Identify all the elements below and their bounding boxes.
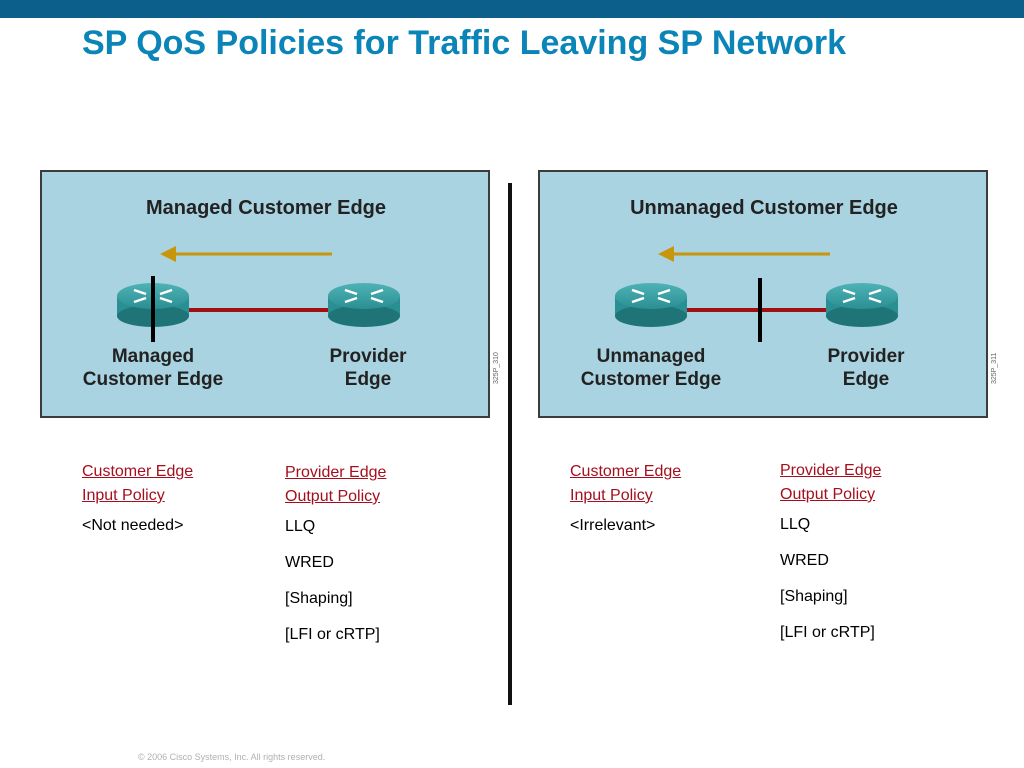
customer-edge-label-line1: Unmanaged: [597, 346, 706, 367]
policy-heading-line1: Customer Edge: [82, 463, 194, 480]
policy-item: [Shaping]: [780, 588, 848, 605]
policy-item: LLQ: [780, 516, 811, 533]
managed-ce-diagram: Managed Customer Edge: [40, 170, 490, 418]
unmanaged-ce-diagram-svg: Unmanaged Customer Edge Unmanaged: [581, 197, 905, 390]
traffic-direction-arrow-icon: [160, 246, 332, 262]
policy-item: WRED: [780, 552, 829, 569]
provider-edge-label-line2: Edge: [843, 369, 889, 390]
traffic-direction-arrow-icon: [658, 246, 830, 262]
policy-item: WRED: [285, 554, 334, 571]
policy-heading-line2: Output Policy: [285, 488, 381, 505]
left-pe-policy: Provider Edge Output Policy LLQ WRED [Sh…: [285, 461, 386, 661]
policy-item: <Not needed>: [82, 517, 184, 534]
provider-edge-label-line1: Provider: [827, 346, 905, 367]
right-pe-policy: Provider Edge Output Policy LLQ WRED [Sh…: [780, 459, 881, 659]
customer-edge-label-line1: Managed: [112, 346, 194, 367]
left-ce-policy: Customer Edge Input Policy <Not needed>: [82, 460, 193, 552]
customer-edge-label-line2: Customer Edge: [581, 369, 721, 390]
policy-heading-line1: Provider Edge: [780, 462, 882, 479]
figure-code: 325P_310: [493, 352, 500, 384]
policy-item: [LFI or cRTP]: [285, 626, 380, 643]
policy-heading-line1: Provider Edge: [285, 464, 387, 481]
managed-ce-diagram-svg: Managed Customer Edge: [83, 197, 407, 390]
policy-item: LLQ: [285, 518, 316, 535]
policy-heading[interactable]: Provider Edge Output Policy: [285, 461, 386, 509]
provider-router-icon: [826, 283, 898, 327]
policy-heading[interactable]: Customer Edge Input Policy: [82, 460, 193, 508]
diagram-heading: Unmanaged Customer Edge: [630, 197, 898, 219]
right-ce-policy: Customer Edge Input Policy <Irrelevant>: [570, 460, 681, 552]
policy-heading-line2: Output Policy: [780, 486, 876, 503]
policy-heading-line2: Input Policy: [82, 487, 165, 504]
copyright-footer: © 2006 Cisco Systems, Inc. All rights re…: [138, 752, 326, 762]
policy-heading[interactable]: Provider Edge Output Policy: [780, 459, 881, 507]
unmanaged-ce-diagram: Unmanaged Customer Edge Unmanaged: [538, 170, 988, 418]
policy-item: [Shaping]: [285, 590, 353, 607]
center-divider: [508, 183, 512, 705]
policy-item: [LFI or cRTP]: [780, 624, 875, 641]
slide-title: SP QoS Policies for Traffic Leaving SP N…: [82, 24, 846, 62]
policy-heading-line1: Customer Edge: [570, 463, 682, 480]
figure-code: 325P_311: [991, 352, 998, 384]
policy-heading[interactable]: Customer Edge Input Policy: [570, 460, 681, 508]
policy-heading-line2: Input Policy: [570, 487, 653, 504]
provider-router-icon: [328, 283, 400, 327]
customer-edge-label-line2: Customer Edge: [83, 369, 223, 390]
provider-edge-label-line2: Edge: [345, 369, 391, 390]
diagram-heading: Managed Customer Edge: [146, 197, 386, 219]
top-bar: [0, 0, 1024, 18]
customer-router-icon: [615, 283, 687, 327]
provider-edge-label-line1: Provider: [329, 346, 407, 367]
policy-item: <Irrelevant>: [570, 517, 656, 534]
